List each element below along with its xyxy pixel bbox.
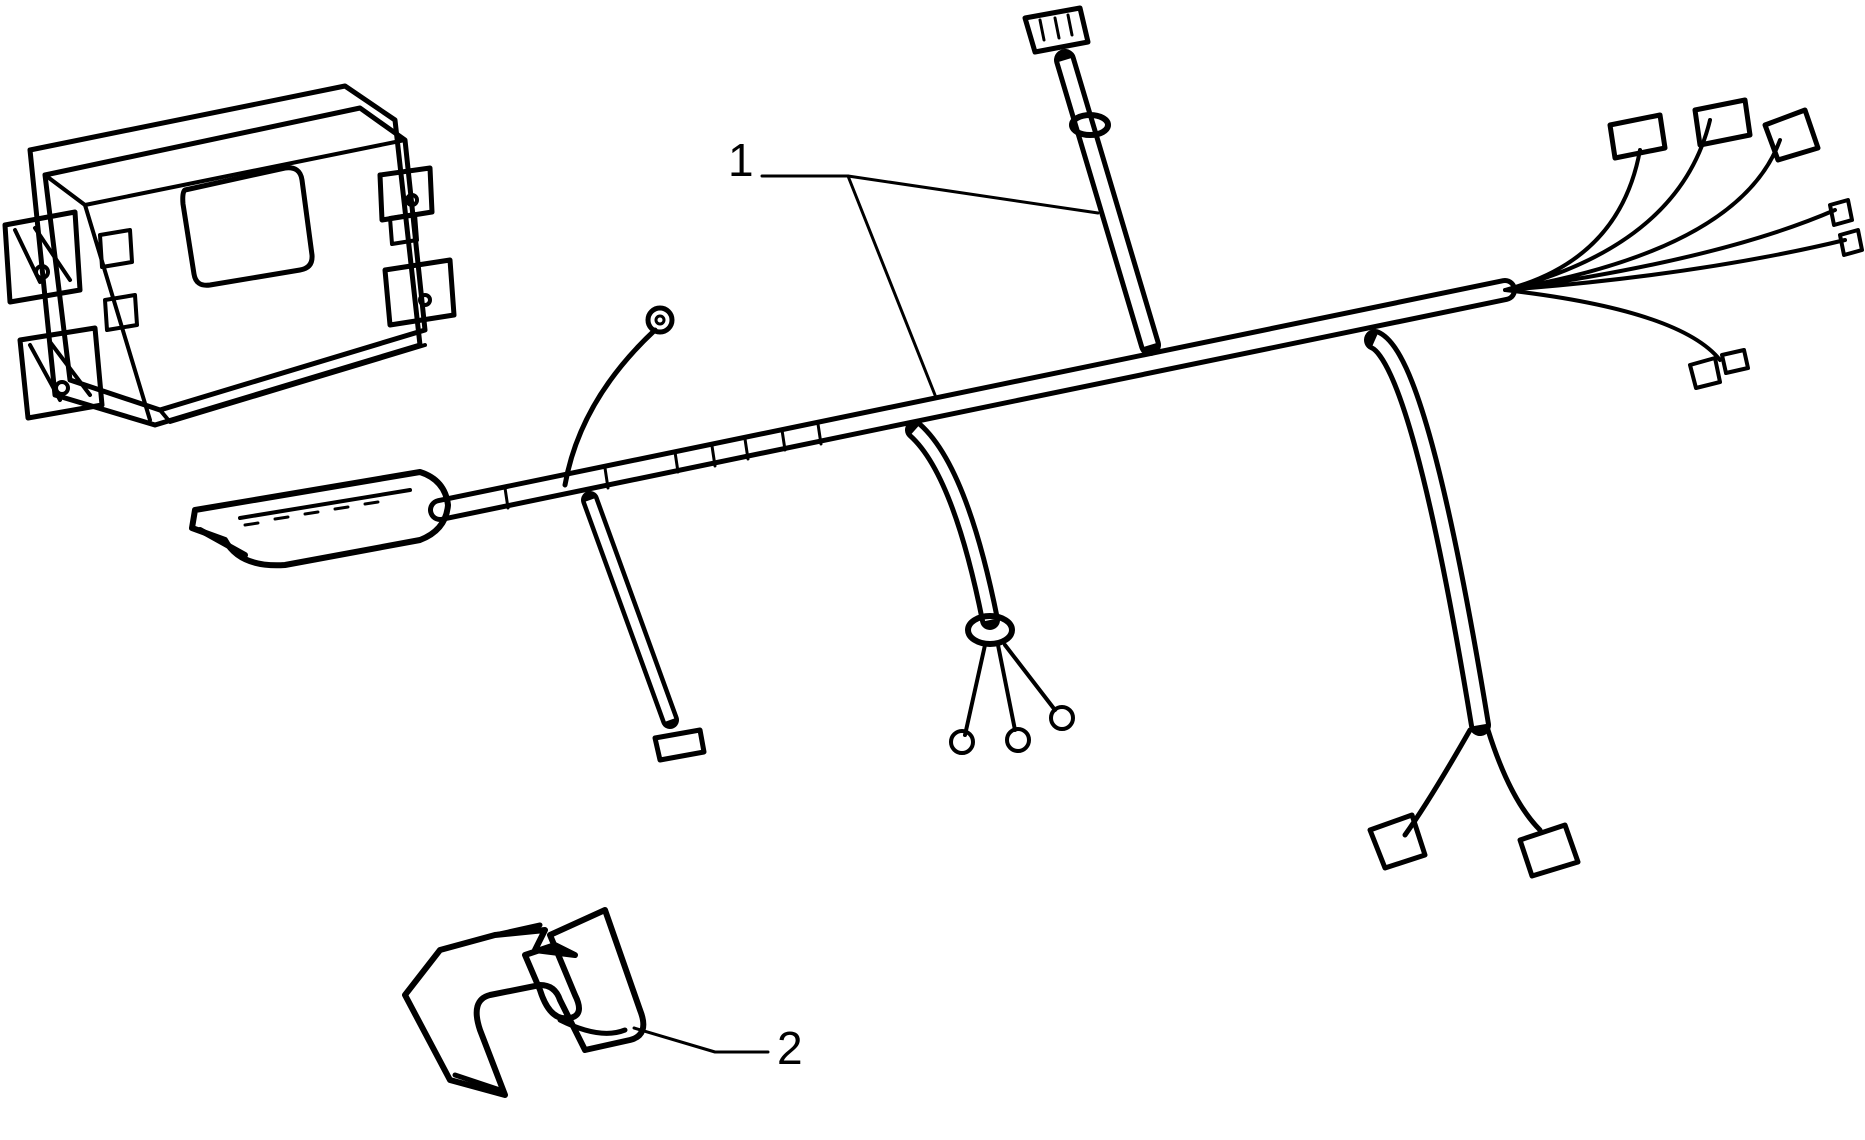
wiring-harness <box>189 5 1864 879</box>
control-unit <box>2 83 457 428</box>
callout-2: 2 <box>632 1022 803 1074</box>
harness-clip <box>402 907 647 1098</box>
callout-1-label: 1 <box>728 134 754 186</box>
callout-1: 1 <box>728 134 1100 397</box>
callout-2-label: 2 <box>777 1022 803 1074</box>
